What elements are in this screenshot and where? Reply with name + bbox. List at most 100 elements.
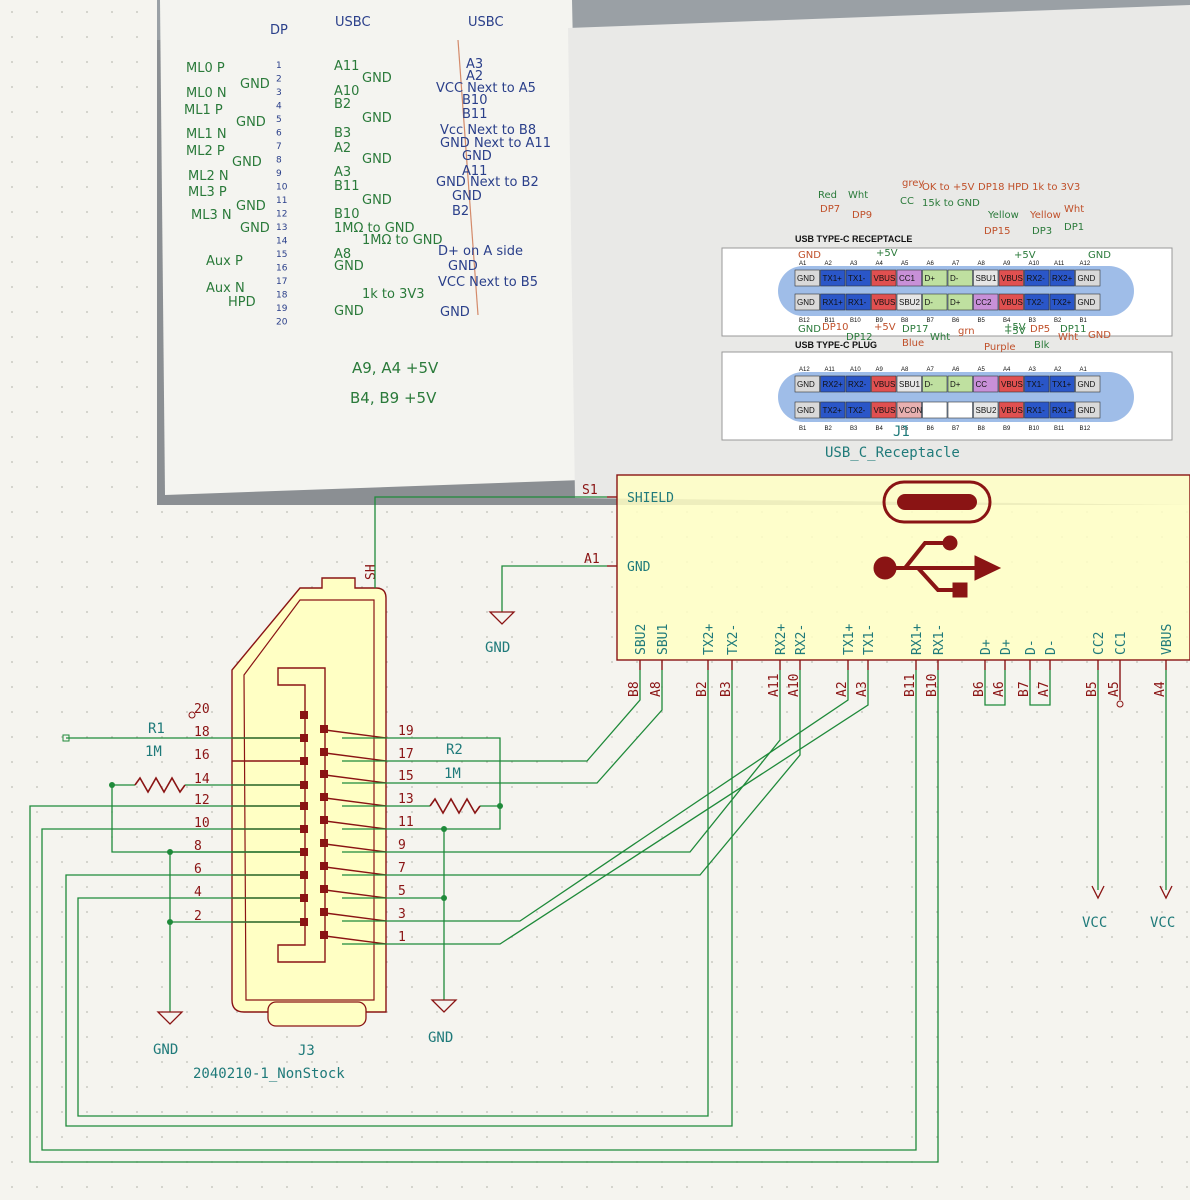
- r1-ref: R1: [148, 721, 165, 737]
- plug-bot-pin-cell: [845, 401, 871, 419]
- notes-dp-pin: 15: [276, 250, 287, 260]
- j3-contact: [320, 931, 328, 939]
- notes-usbc-col1: 1MΩ to GND: [334, 221, 415, 236]
- notes-usbc-col2: B11: [462, 107, 487, 122]
- r2-value: 1M: [444, 766, 461, 782]
- j3-contact: [320, 862, 328, 870]
- plug-bot-pin-label: RX1+: [1052, 406, 1073, 415]
- j3-pin-number: 10: [194, 816, 210, 831]
- pinout-annotation-top: 15k to GND: [922, 198, 980, 209]
- j3-inner-outline: [243, 599, 375, 1001]
- r1-resistor[interactable]: R1 1M: [134, 721, 186, 794]
- j1-pin-number: A7: [1037, 681, 1052, 697]
- pinout-annotation-bottom: +5V: [874, 322, 896, 333]
- plug-top-pin-cell: [1024, 375, 1050, 393]
- j1-ref: J1: [893, 424, 910, 440]
- rec-top-pin-label: VBUS: [874, 274, 896, 283]
- rec-bot-pin-number: B3: [1029, 318, 1037, 324]
- plug-title: USB TYPE-C PLUG: [795, 340, 877, 350]
- j1-pin-name: VBUS: [1160, 624, 1175, 655]
- gnd-symbol-right[interactable]: GND: [428, 999, 458, 1046]
- j1-pin-number: A3: [855, 681, 870, 697]
- j3-contact: [300, 781, 308, 789]
- notes-dp-pin: 20: [276, 318, 288, 328]
- vcc-symbol-2[interactable]: VCC: [1150, 885, 1175, 931]
- rec-bot-pin-label: VBUS: [1001, 298, 1023, 307]
- notes-usbc-col1: B10: [334, 207, 359, 222]
- j1-pin-name: TX2+: [702, 624, 717, 655]
- plug-top-pin-number: A10: [850, 367, 861, 373]
- plug-top-pin-number: A7: [927, 367, 935, 373]
- rec-bot-pin-number: B10: [850, 318, 861, 324]
- rec-bot-pin-label: TX2-: [1027, 298, 1045, 307]
- plug-bot-pin-label: SBU2: [976, 406, 997, 415]
- pinout-annotation-bottom: DP12: [846, 332, 872, 343]
- rec-bot-pin-cell: [1075, 293, 1101, 311]
- notes-dp-pin: 12: [276, 210, 287, 220]
- receptacle-title: USB TYPE-C RECEPTACLE: [795, 234, 912, 244]
- j3-pin-number: 13: [398, 792, 414, 807]
- notes-dp-name: ML2 N: [188, 169, 229, 184]
- gnd-symbol-left[interactable]: GND: [153, 1011, 184, 1058]
- rec-top-pin-label: D-: [950, 274, 959, 283]
- rec-bot-pin-cell: [1049, 293, 1075, 311]
- notes-usbc-col1: 1MΩ to GND: [362, 233, 443, 248]
- rec-top-pin-number: A4: [876, 261, 884, 267]
- j1-pin-num-a1: A1: [584, 552, 600, 567]
- notes-usbc-col2: GND: [448, 259, 478, 274]
- rec-bot-pin-cell: [871, 293, 897, 311]
- j1-value: USB_C_Receptacle: [825, 445, 960, 461]
- plug-bot-pin-label: GND: [1078, 406, 1096, 415]
- plug-top-pin-cell: [1049, 375, 1075, 393]
- j3-pin-number: 2: [194, 909, 202, 924]
- rec-top-pin-number: A12: [1080, 261, 1091, 267]
- notes-dp-pin: 8: [276, 156, 282, 166]
- j1-pin-number: B6: [972, 681, 987, 697]
- pinout-annotation-top: grey: [902, 178, 924, 189]
- j3-pin-number: 17: [398, 747, 414, 762]
- j1-pin-num-s1: S1: [582, 483, 598, 498]
- rec-top-pin-label: GND: [797, 274, 815, 283]
- notes-dp-pin: 3: [276, 88, 282, 98]
- rec-top-pin-cell: [1075, 269, 1101, 287]
- j3-contact: [320, 725, 328, 733]
- usb-c-tongue-icon: [897, 494, 977, 510]
- plug-top-pin-cell: [820, 375, 846, 393]
- notes-dp-pin: 18: [276, 291, 288, 301]
- plug-top-pin-cell: [871, 375, 897, 393]
- plug-bot-pin-cell: [820, 401, 846, 419]
- j1-pin-name: CC2: [1092, 632, 1107, 655]
- j1-pin-number: A6: [992, 681, 1007, 697]
- j1-pin-number: A5: [1107, 681, 1122, 697]
- rec-bot-pin-number: B8: [901, 318, 909, 324]
- plug-top-pin-label: TX1+: [1052, 380, 1072, 389]
- plug-bot-pin-number: B10: [1029, 426, 1040, 432]
- notes-usbc-col2: VCC Next to B5: [438, 275, 538, 290]
- notes-dp-pin: 11: [276, 196, 287, 206]
- plug-bot-pin-number: B3: [850, 426, 858, 432]
- rec-top-pin-label: RX2+: [1052, 274, 1073, 283]
- notes-footer-1: A9, A4 +5V: [352, 359, 439, 377]
- notes-dp-pin: 7: [276, 142, 282, 152]
- notes-dp-pin: 9: [276, 169, 282, 179]
- r2-resistor[interactable]: R2 1M: [429, 742, 481, 815]
- plug-bot-pin-number: B12: [1080, 426, 1091, 432]
- plug-top-pin-number: A3: [1029, 367, 1037, 373]
- j1-usb-c-symbol[interactable]: J1 USB_C_Receptacle S1 SHIELD A1 GND SBU…: [582, 424, 1190, 697]
- j3-pin-number: 16: [194, 748, 210, 763]
- j3-pin-number: 11: [398, 815, 414, 830]
- pinout-annotation-top: Wht: [1064, 204, 1084, 215]
- notes-usbc-col2: GND Next to A11: [440, 136, 551, 151]
- j3-contact: [320, 839, 328, 847]
- notes-dp-pin: 4: [276, 102, 282, 112]
- j1-pin-number: B10: [925, 674, 940, 697]
- pinout-annotation-bottom: Blk: [1034, 340, 1050, 351]
- gnd-symbol-a1[interactable]: GND: [485, 611, 516, 656]
- notes-usbc-col1: GND: [334, 259, 364, 274]
- j1-pin-name: RX1+: [910, 624, 925, 655]
- rec-bot-pin-number: B6: [952, 318, 960, 324]
- notes-usbc-col1: A8: [334, 247, 351, 262]
- vcc-symbol-1[interactable]: VCC: [1082, 885, 1107, 931]
- plug-top-pin-cell: [896, 375, 922, 393]
- plug-bot-pin-label: VBUS: [1001, 406, 1023, 415]
